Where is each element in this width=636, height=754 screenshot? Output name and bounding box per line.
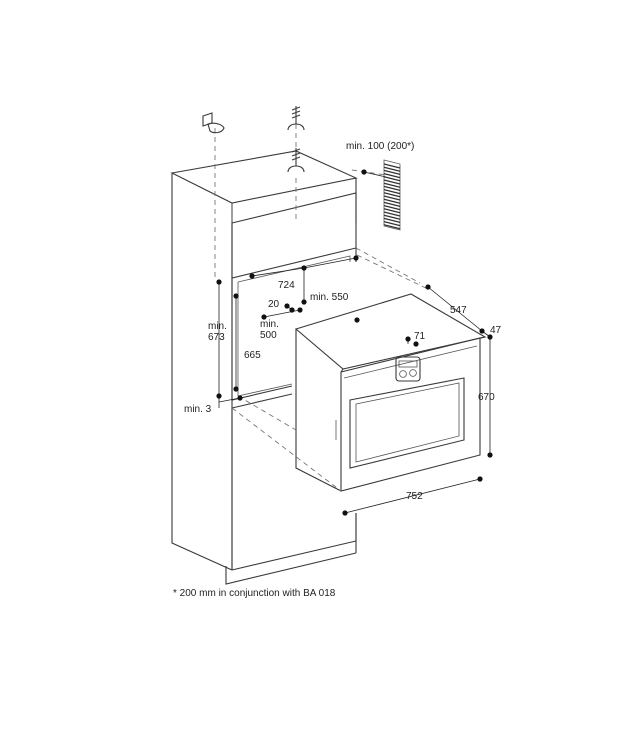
grille-slat <box>383 182 401 188</box>
label-min-673-a: min. <box>208 321 227 332</box>
label-min-100: min. 100 (200*) <box>346 141 414 152</box>
label-547: 547 <box>450 305 467 316</box>
footnote: * 200 mm in conjunction with BA 018 <box>173 588 336 599</box>
grille-slat <box>383 208 401 214</box>
grille-slat <box>383 188 401 195</box>
grille-slat <box>383 169 401 176</box>
oven-unit <box>294 293 487 492</box>
grille-slat <box>383 224 401 230</box>
ground-symbol-icon <box>287 106 305 131</box>
grille-slat <box>383 192 401 198</box>
label-71: 71 <box>414 331 426 342</box>
dimension-lines <box>218 171 491 514</box>
grille-slat <box>383 220 401 227</box>
label-47: 47 <box>490 325 502 336</box>
grille-slat <box>383 185 401 192</box>
grille-slat <box>383 211 401 217</box>
power-socket-icon <box>202 112 225 134</box>
label-min-550: min. 550 <box>310 292 349 303</box>
grille-slat <box>383 179 401 185</box>
grille-slat <box>383 166 401 172</box>
label-724: 724 <box>278 280 295 291</box>
label-665: 665 <box>244 350 261 361</box>
label-min-500-b: 500 <box>260 330 277 341</box>
label-20: 20 <box>268 299 280 310</box>
label-min-3: min. 3 <box>184 404 212 415</box>
label-670: 670 <box>478 392 495 403</box>
tall-cabinet <box>170 150 358 585</box>
grille-slat <box>383 204 401 211</box>
grille-slat <box>383 163 401 169</box>
ventilation-grille <box>383 159 401 231</box>
grille-slat <box>383 172 401 179</box>
guide-lines <box>214 124 431 492</box>
grille-slat <box>383 198 401 204</box>
label-752: 752 <box>406 491 423 502</box>
dimension-points <box>216 169 493 516</box>
label-min-673-b: 673 <box>208 332 225 343</box>
label-min-500-a: min. <box>260 319 279 330</box>
grille-slat <box>383 201 401 208</box>
grille-outline <box>383 159 401 231</box>
dimension-labels: min. 100 (200*) 724 min. 550 20 min. 500… <box>184 141 502 502</box>
grille-slat <box>383 217 401 224</box>
grille-slat <box>383 195 401 201</box>
grille-slat <box>383 214 401 220</box>
grille-slat <box>383 176 401 182</box>
ground-symbol-icon <box>287 148 305 173</box>
